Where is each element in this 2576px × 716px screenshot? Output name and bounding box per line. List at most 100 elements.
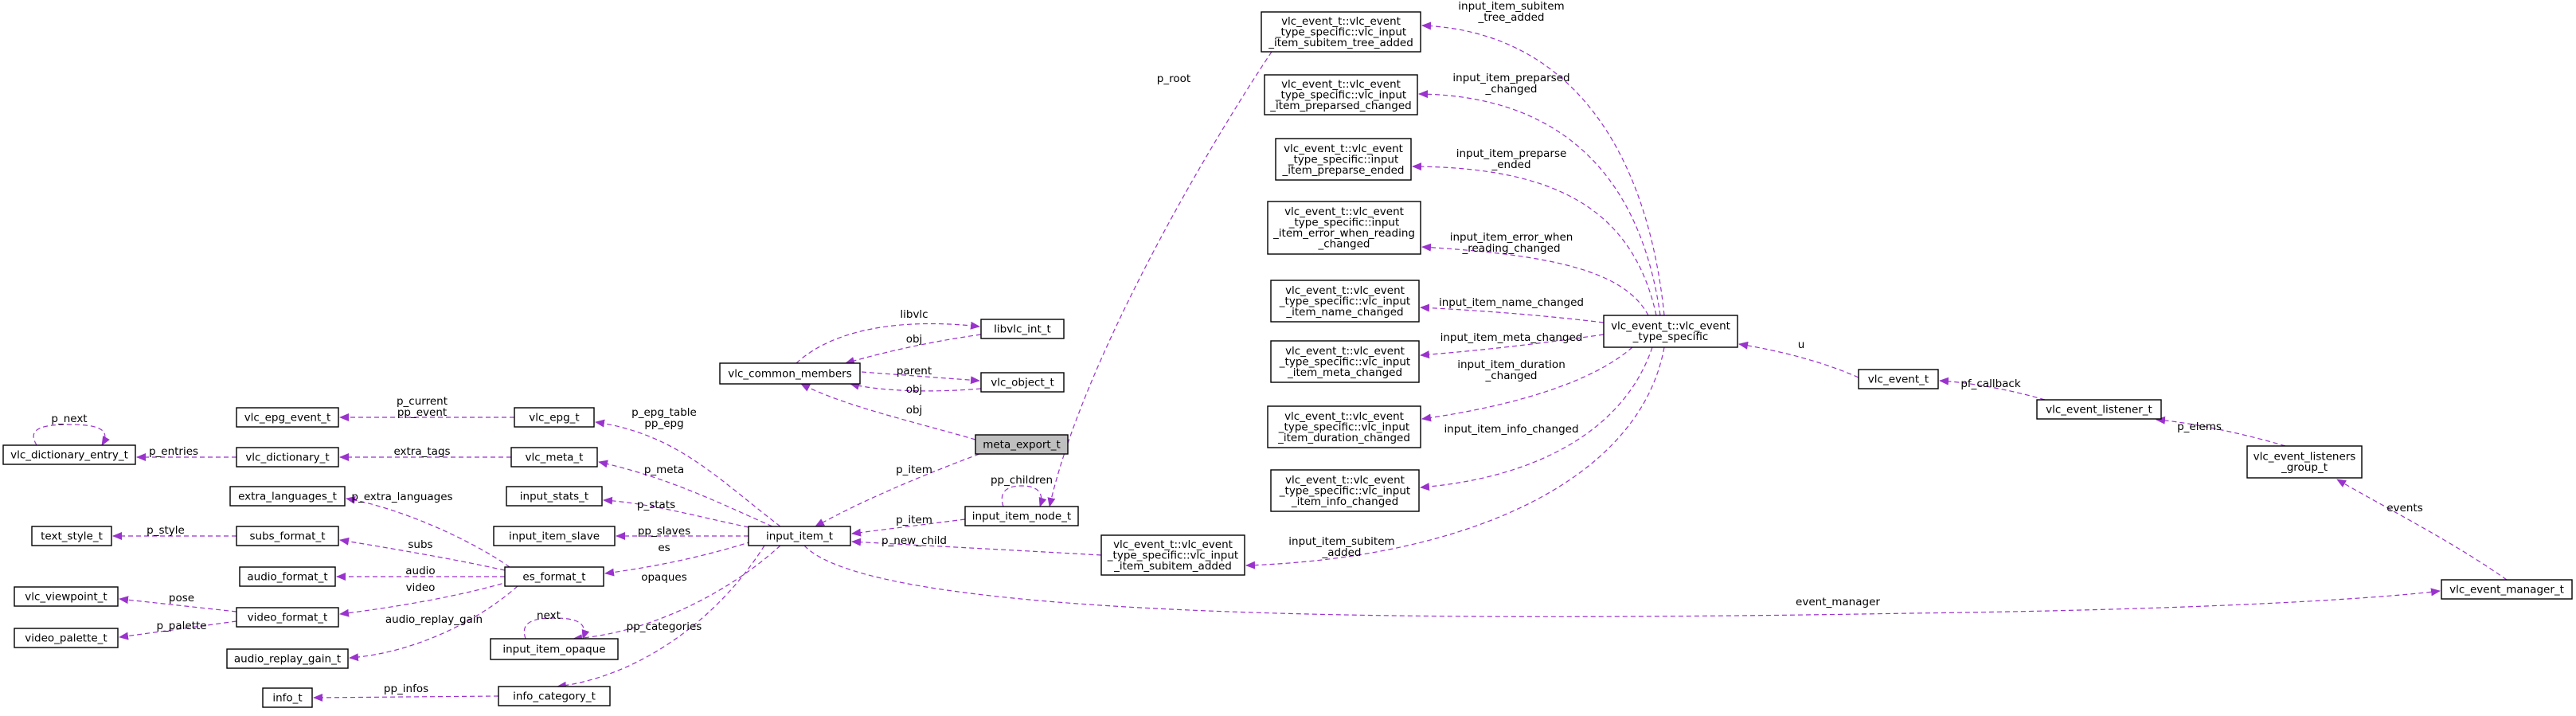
node-vlc-event-t[interactable]: vlc_event_t [1858, 369, 1939, 389]
node-vlc-object-t[interactable]: vlc_object_t [980, 372, 1065, 393]
node-label: vlc_epg_t [529, 411, 579, 424]
node-extra-languages-t[interactable]: extra_languages_t [229, 486, 346, 507]
node-video-palette-t[interactable]: video_palette_t [14, 628, 119, 648]
node-input-item-slave[interactable]: input_item_slave [493, 526, 616, 546]
edge-label: input_item_info_changed [1444, 423, 1578, 436]
node-label: input_item_opaque [502, 643, 605, 655]
node-box [31, 526, 112, 546]
node-vlc-dictionary-t[interactable]: vlc_dictionary_t [236, 447, 339, 468]
edge-label: libvlc [900, 308, 928, 321]
edge-line [346, 495, 510, 568]
edge-label: es [658, 542, 670, 554]
node-ev-subitem-tree-added[interactable]: vlc_event_t::vlc_event_type_specific::vl… [1261, 11, 1421, 53]
node-box [1858, 369, 1939, 389]
node-label: vlc_event_t::vlc_event [1284, 410, 1404, 423]
edge-label: obj [906, 404, 923, 417]
node-vlc-event-type-specific[interactable]: vlc_event_t::vlc_event_type_specific [1603, 315, 1738, 348]
node-input-stats-t[interactable]: input_stats_t [506, 486, 603, 507]
edge-es_format_t-to-audio_replay_gain_t: audio_replay_gain [349, 585, 518, 662]
node-ev-subitem-added[interactable]: vlc_event_t::vlc_event_type_specific::vl… [1100, 534, 1245, 576]
node-meta-export-t[interactable]: meta_export_t [975, 434, 1069, 455]
edge-es_format_t-to-video_format_t: video [339, 581, 510, 617]
edge-line [851, 538, 1102, 556]
node-info-t[interactable]: info_t [262, 687, 313, 708]
node-box [14, 628, 119, 648]
edge-label: input_item_subitem [1288, 535, 1394, 548]
node-ev-info-changed[interactable]: vlc_event_t::vlc_event_type_specific::vl… [1270, 469, 1420, 512]
edge-label: p_next [51, 413, 87, 425]
node-label: vlc_event_manager_t [2449, 583, 2564, 596]
node-box [262, 687, 313, 708]
edge-line [33, 424, 110, 446]
node-input-item-opaque[interactable]: input_item_opaque [490, 638, 619, 660]
node-vlc-epg-event-t[interactable]: vlc_epg_event_t [236, 407, 339, 428]
node-subs-format-t[interactable]: subs_format_t [236, 526, 339, 546]
node-label: _type_specific [1632, 331, 1709, 343]
edge-vlc_event_listeners_group_t-to-vlc_event_listener_t: p_elems [2156, 416, 2286, 447]
edge-line [851, 518, 966, 537]
node-input-item-node-t[interactable]: input_item_node_t [964, 506, 1079, 526]
node-ev-duration-changed[interactable]: vlc_event_t::vlc_event_type_specific::vl… [1267, 405, 1421, 448]
node-vlc-event-listener-t[interactable]: vlc_event_listener_t [2036, 399, 2162, 420]
edge-label: u [1798, 338, 1805, 351]
node-ev-preparse-ended[interactable]: vlc_event_t::vlc_event_type_specific::in… [1275, 138, 1412, 181]
node-label: video_format_t [248, 611, 328, 624]
edge-line [339, 537, 506, 571]
edge-label: p_item [896, 464, 932, 476]
node-label: input_item_t [766, 530, 833, 542]
node-video-format-t[interactable]: video_format_t [236, 607, 339, 628]
node-label: vlc_dictionary_entry_t [10, 448, 128, 461]
edge-vlc_common_members-to-vlc_object_t: parent [861, 365, 980, 385]
node-vlc-epg-t[interactable]: vlc_epg_t [514, 407, 595, 428]
node-label: info_t [272, 691, 302, 704]
node-vlc-common-members[interactable]: vlc_common_members [719, 362, 861, 385]
node-label: vlc_event_t::vlc_event [1611, 320, 1730, 333]
node-box [2441, 579, 2573, 600]
edge-libvlc_int_t-to-vlc_common_members: obj [845, 333, 982, 365]
edge-line [861, 371, 980, 385]
edge-line [795, 321, 980, 364]
node-audio-replay-gain-t[interactable]: audio_replay_gain_t [226, 648, 349, 669]
node-label: _item_preparsed_changed [1269, 100, 1411, 112]
node-vlc-event-manager-t[interactable]: vlc_event_manager_t [2441, 579, 2573, 600]
node-ev-error-when-reading[interactable]: vlc_event_t::vlc_event_type_specific::in… [1267, 201, 1421, 255]
edge-label: pp_children [991, 474, 1053, 487]
node-box [504, 566, 604, 587]
node-label: _changed [1317, 238, 1370, 251]
node-ev-name-changed[interactable]: vlc_event_t::vlc_event_type_specific::vl… [1270, 280, 1420, 323]
node-label: input_item_node_t [972, 510, 1071, 522]
node-label: input_stats_t [520, 490, 588, 503]
node-libvlc-int-t[interactable]: libvlc_int_t [980, 319, 1065, 339]
edge-input_item_opaque-to-input_item_opaque: next [523, 609, 590, 640]
node-label: _item_name_changed [1285, 306, 1403, 319]
node-label: _item_subitem_added [1113, 560, 1232, 573]
edge-label: pp_categories [627, 620, 702, 633]
edge-label: pp_infos [384, 683, 428, 695]
node-vlc-dictionary-entry-t[interactable]: vlc_dictionary_entry_t [2, 444, 136, 465]
node-input-item-t[interactable]: input_item_t [748, 526, 851, 546]
edge-input_item_t-to-input_item_opaque: opaques [573, 545, 781, 643]
node-vlc-viewpoint-t[interactable]: vlc_viewpoint_t [14, 586, 119, 607]
node-text-style-t[interactable]: text_style_t [31, 526, 112, 546]
node-label: vlc_event_t::vlc_event [1284, 143, 1403, 155]
edge-label: _added [1321, 546, 1361, 559]
node-audio-format-t[interactable]: audio_format_t [239, 566, 336, 587]
node-label: meta_export_t [983, 438, 1061, 451]
node-box [1270, 280, 1420, 323]
edge-label: p_elems [2177, 421, 2222, 433]
edge-input_item_t-to-es_format_t: es [604, 541, 752, 577]
node-box [226, 648, 349, 669]
edge-label: _changed [1484, 83, 1537, 96]
node-label: vlc_object_t [991, 376, 1054, 389]
edge-line [2336, 479, 2508, 581]
node-ev-preparsed-changed[interactable]: vlc_event_t::vlc_event_type_specific::vl… [1264, 74, 1418, 115]
node-es-format-t[interactable]: es_format_t [504, 566, 604, 587]
node-vlc-event-listeners-group-t[interactable]: vlc_event_listeners_group_t [2246, 445, 2363, 479]
edge-label: p_style [147, 524, 185, 537]
node-vlc-meta-t[interactable]: vlc_meta_t [510, 447, 598, 468]
edge-vlc_event_type_specific-to-ev_duration_changed: input_item_duration_changed [1421, 346, 1633, 422]
edge-label: p_item [896, 514, 932, 526]
node-ev-meta-changed[interactable]: vlc_event_t::vlc_event_type_specific::vl… [1270, 340, 1420, 383]
node-info-category-t[interactable]: info_category_t [498, 686, 611, 706]
